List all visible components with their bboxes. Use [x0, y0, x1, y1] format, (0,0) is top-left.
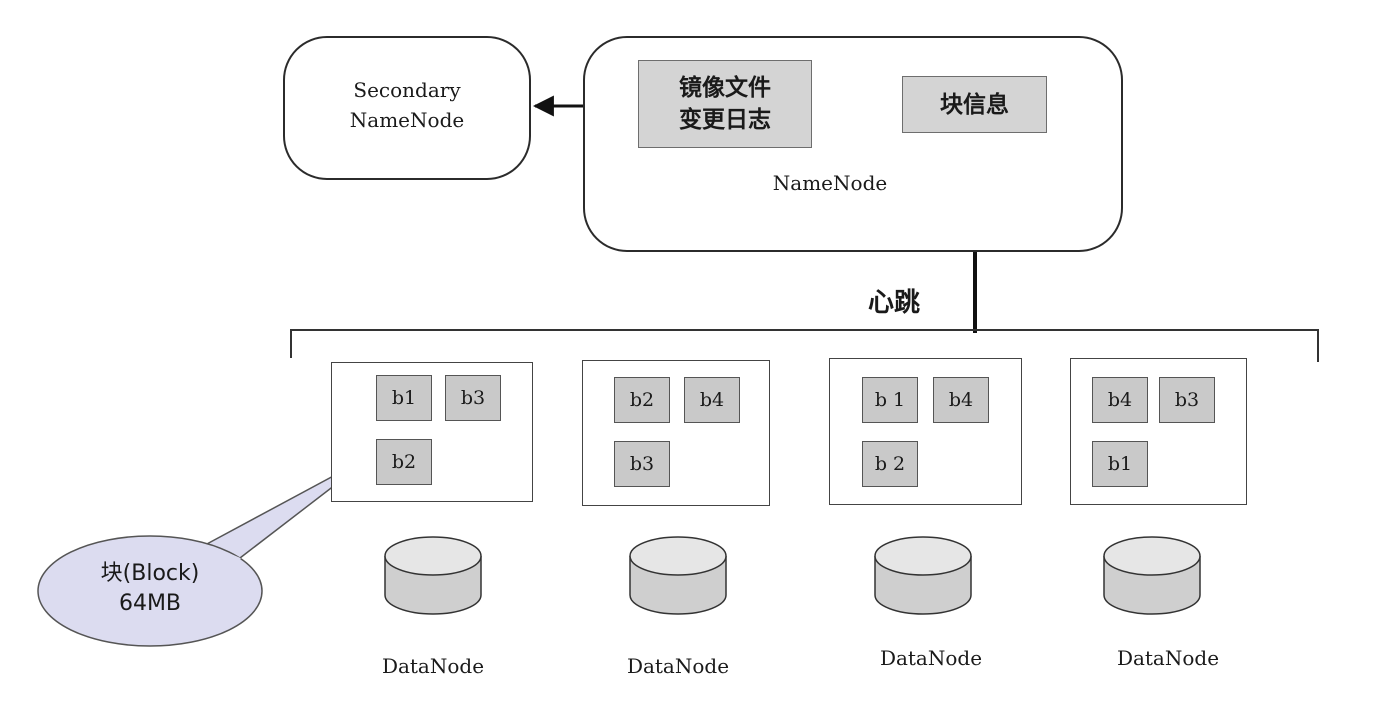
disk-icon — [629, 536, 727, 615]
block: b1 — [376, 375, 432, 421]
secondary-namenode-label-line1: Secondary — [353, 78, 461, 102]
datanode-label: DataNode — [626, 654, 730, 678]
block: b1 — [1092, 441, 1148, 487]
block-callout-bubble — [37, 535, 263, 647]
secondary-namenode: Secondary NameNode — [283, 36, 531, 180]
datanode-block-store: b1 b3 b2 — [331, 362, 533, 502]
block: b4 — [684, 377, 740, 423]
datanode-block-store: b4 b3 b1 — [1070, 358, 1247, 505]
block: b4 — [933, 377, 989, 423]
callout-line1: 块(Block) — [100, 561, 200, 586]
edit-log-label: 变更日志 — [679, 107, 771, 133]
block: b3 — [614, 441, 670, 487]
datanode-bracket — [290, 329, 1319, 362]
datanode-block-store: b 1 b4 b 2 — [829, 358, 1022, 505]
datanode-block-store: b2 b4 b3 — [582, 360, 770, 506]
block-info: 块信息 — [902, 76, 1047, 133]
namenode-label: NameNode — [772, 171, 888, 195]
disk-icon — [1103, 536, 1201, 615]
block: b2 — [614, 377, 670, 423]
block-info-label: 块信息 — [940, 91, 1009, 118]
block: b3 — [1159, 377, 1215, 423]
heartbeat-label: 心跳 — [868, 288, 921, 318]
block: b 1 — [862, 377, 918, 423]
block: b 2 — [862, 441, 918, 487]
callout-line2: 64MB — [118, 591, 182, 616]
block-callout-text: 块(Block) 64MB — [60, 559, 240, 619]
image-file-edit-log: 镜像文件 变更日志 — [638, 60, 812, 148]
block: b3 — [445, 375, 501, 421]
block: b4 — [1092, 377, 1148, 423]
block: b2 — [376, 439, 432, 485]
datanode-label: DataNode — [879, 646, 983, 670]
image-file-label: 镜像文件 — [679, 75, 771, 101]
secondary-namenode-label-line2: NameNode — [349, 108, 465, 132]
disk-icon — [874, 536, 972, 615]
datanode-label: DataNode — [1116, 646, 1220, 670]
datanode-label: DataNode — [381, 654, 485, 678]
disk-icon — [384, 536, 482, 615]
